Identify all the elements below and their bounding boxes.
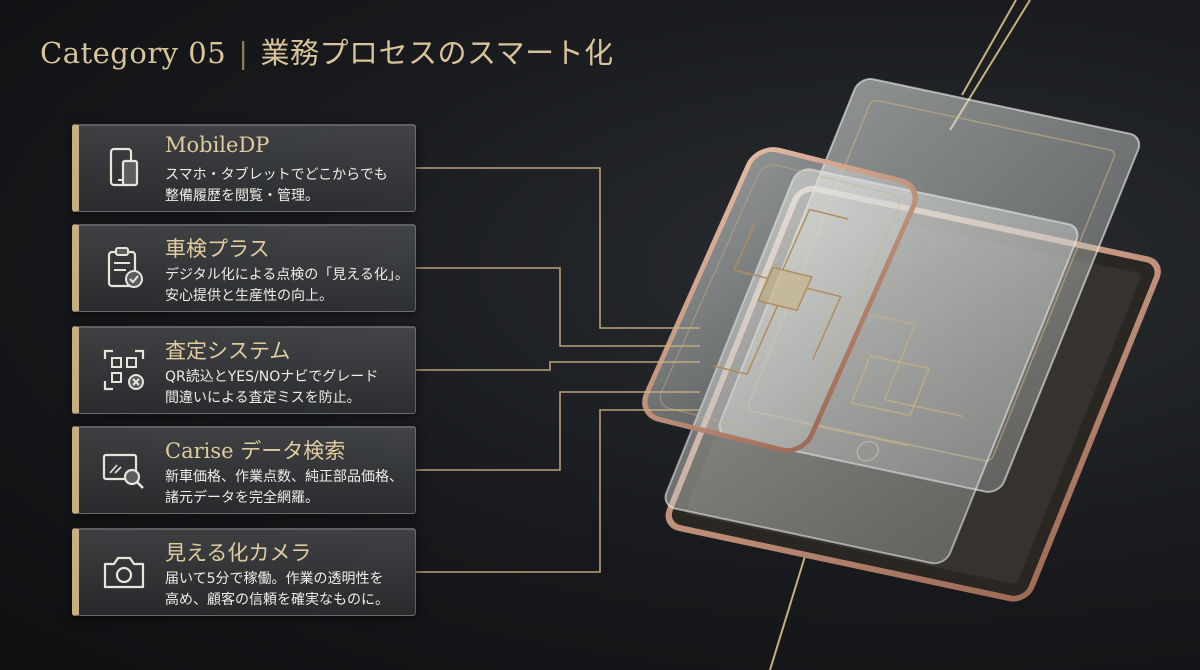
card-mobiledp: MobileDP スマホ・タブレットでどこからでも 整備履歴を閲覧・管理。 — [72, 124, 416, 212]
card-title: Carise データ検索 — [165, 439, 346, 463]
title-separator: | — [238, 36, 249, 70]
card-description-line: 諸元データを完全網羅。 — [165, 490, 319, 506]
card-title: 見える化カメラ — [165, 541, 312, 565]
card-satei-system: 査定システム QR読込とYES/NOナビでグレード 間違いによる査定ミスを防止。 — [72, 326, 416, 414]
phone — [642, 147, 918, 453]
card-description-line: 届いて5分で稼働。作業の透明性を — [165, 571, 384, 587]
connector-lines — [416, 167, 700, 573]
clipboard-check-icon — [107, 247, 143, 288]
card-mieruka-camera: 見える化カメラ 届いて5分で稼働。作業の透明性を 高め、顧客の信頼を確実なものに… — [72, 528, 416, 616]
category-label: Category 05 — [40, 36, 227, 70]
card-description: スマホ・タブレットでどこからでも 整備履歴を閲覧・管理。 — [165, 165, 388, 207]
card-description: QR読込とYES/NOナビでグレード 間違いによる査定ミスを防止。 — [165, 367, 378, 409]
card-carise-search: Carise データ検索 新車価格、作業点数、純正部品価格、 諸元データを完全網… — [72, 426, 416, 514]
card-description-line: デジタル化による点検の「見える化」。 — [165, 267, 409, 283]
screen-search-icon — [102, 453, 144, 489]
card-title: 車検プラス — [165, 237, 270, 261]
card-description-line: QR読込とYES/NOナビでグレード — [165, 369, 379, 385]
card-description: 届いて5分で稼働。作業の透明性を 高め、顧客の信頼を確実なものに。 — [165, 569, 389, 611]
camera-icon — [103, 556, 145, 589]
card-title: MobileDP — [165, 133, 270, 157]
card-description-line: 整備履歴を閲覧・管理。 — [165, 188, 319, 204]
card-description-line: 新車価格、作業点数、純正部品価格、 — [165, 469, 403, 485]
card-title: 査定システム — [165, 339, 291, 363]
card-description: 新車価格、作業点数、純正部品価格、 諸元データを完全網羅。 — [165, 467, 403, 509]
card-description-line: 間違いによる査定ミスを防止。 — [165, 390, 361, 406]
qr-scan-icon — [103, 349, 145, 391]
section-title: 業務プロセスのスマート化 — [260, 36, 614, 70]
card-shaken-plus: 車検プラス デジタル化による点検の「見える化」。 安心提供と生産性の向上。 — [72, 224, 416, 312]
page-title: Category 05 | 業務プロセスのスマート化 — [40, 30, 614, 72]
card-description-line: 高め、顧客の信頼を確実なものに。 — [165, 592, 389, 608]
card-description-line: 安心提供と生産性の向上。 — [165, 288, 333, 304]
card-description-line: スマホ・タブレットでどこからでも — [165, 167, 388, 183]
card-description: デジタル化による点検の「見える化」。 安心提供と生産性の向上。 — [165, 265, 409, 307]
mobile-devices-icon — [109, 147, 139, 187]
